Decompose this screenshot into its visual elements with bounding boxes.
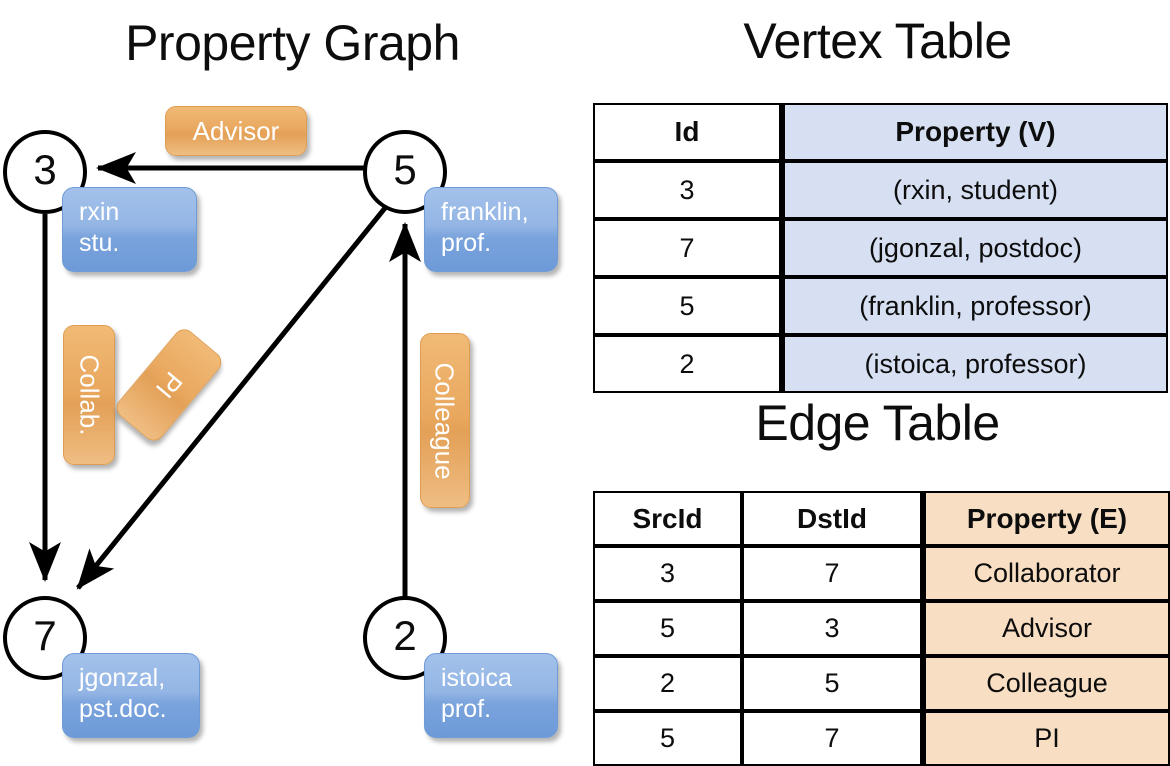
table-row[interactable]: 7 (jgonzal, postdoc) bbox=[593, 219, 1168, 277]
edge-table: SrcId DstId Property (E) 3 7 Collaborato… bbox=[593, 491, 1170, 766]
property-graph-diagram: 3 5 7 2 rxin stu. franklin, prof. jgonza… bbox=[0, 0, 585, 760]
page-title-edge-table: Edge Table bbox=[755, 395, 1000, 451]
edge-cell-srcid: 3 bbox=[593, 546, 742, 601]
node-property-2-line2: prof. bbox=[441, 694, 492, 723]
node-property-box-7[interactable]: jgonzal, pst.doc. bbox=[62, 653, 200, 738]
page-title-property-graph: Property Graph bbox=[125, 15, 460, 71]
graph-node-3-label: 3 bbox=[33, 146, 57, 193]
edge-label-colleague[interactable]: Colleague bbox=[420, 333, 470, 508]
edge-label-pi-text: PI bbox=[149, 365, 189, 405]
edge-cell-srcid: 5 bbox=[593, 601, 742, 656]
table-row[interactable]: 3 7 Collaborator bbox=[593, 546, 1170, 601]
edge-cell-dstid: 5 bbox=[742, 656, 922, 711]
table-row[interactable]: 5 (franklin, professor) bbox=[593, 277, 1168, 335]
edge-cell-property: PI bbox=[922, 711, 1170, 766]
table-row[interactable]: 2 (istoica, professor) bbox=[593, 335, 1168, 393]
node-property-2-line1: istoica bbox=[441, 664, 512, 692]
node-property-5-line2: prof. bbox=[441, 228, 492, 257]
vertex-cell-property: (rxin, student) bbox=[781, 161, 1168, 219]
vertex-cell-property: (istoica, professor) bbox=[781, 335, 1168, 393]
vertex-table-header-property: Property (V) bbox=[781, 103, 1168, 161]
graph-node-5-label: 5 bbox=[393, 146, 417, 193]
vertex-cell-id: 5 bbox=[593, 277, 781, 335]
edge-cell-srcid: 2 bbox=[593, 656, 742, 711]
vertex-table-header-row: Id Property (V) bbox=[593, 103, 1168, 161]
edge-cell-property: Collaborator bbox=[922, 546, 1170, 601]
node-property-3-line1: rxin bbox=[79, 198, 120, 226]
node-property-box-3[interactable]: rxin stu. bbox=[62, 187, 197, 272]
vertex-table: Id Property (V) 3 (rxin, student) 7 (jgo… bbox=[593, 103, 1168, 393]
edge-cell-srcid: 5 bbox=[593, 711, 742, 766]
graph-node-5[interactable]: 5 bbox=[363, 130, 447, 214]
table-row[interactable]: 5 3 Advisor bbox=[593, 601, 1170, 656]
edge-cell-dstid: 7 bbox=[742, 546, 922, 601]
node-property-box-5[interactable]: franklin, prof. bbox=[424, 187, 558, 272]
edge-table-header-row: SrcId DstId Property (E) bbox=[593, 491, 1170, 546]
vertex-cell-id: 2 bbox=[593, 335, 781, 393]
vertex-cell-property: (franklin, professor) bbox=[781, 277, 1168, 335]
graph-node-2[interactable]: 2 bbox=[363, 596, 447, 680]
node-property-5-line1: franklin, bbox=[441, 198, 529, 226]
graph-edges-layer bbox=[29, 152, 421, 598]
node-property-box-2[interactable]: istoica prof. bbox=[424, 653, 558, 738]
vertex-cell-id: 3 bbox=[593, 161, 781, 219]
node-property-3-line2: stu. bbox=[79, 228, 120, 257]
edge-cell-dstid: 3 bbox=[742, 601, 922, 656]
edge-label-colleague-text: Colleague bbox=[430, 361, 460, 480]
edge-cell-property: Advisor bbox=[922, 601, 1170, 656]
edge-5-to-7 bbox=[76, 206, 387, 590]
vertex-cell-property: (jgonzal, postdoc) bbox=[781, 219, 1168, 277]
node-property-7-line1: jgonzal, bbox=[79, 664, 166, 692]
table-row[interactable]: 5 7 PI bbox=[593, 711, 1170, 766]
vertex-table-header-id: Id bbox=[593, 103, 781, 161]
edge-label-collab-text: Collab. bbox=[74, 354, 104, 436]
graph-node-7-label: 7 bbox=[33, 612, 57, 659]
edge-cell-dstid: 7 bbox=[742, 711, 922, 766]
page-title-vertex-table: Vertex Table bbox=[743, 13, 1012, 69]
edge-label-advisor-text: Advisor bbox=[192, 116, 280, 146]
table-row[interactable]: 2 5 Colleague bbox=[593, 656, 1170, 711]
vertex-cell-id: 7 bbox=[593, 219, 781, 277]
edge-table-header-srcid: SrcId bbox=[593, 491, 742, 546]
node-property-7-line2: pst.doc. bbox=[79, 694, 167, 723]
edge-label-collab[interactable]: Collab. bbox=[63, 325, 115, 465]
edge-label-advisor[interactable]: Advisor bbox=[165, 106, 307, 156]
edge-cell-property: Colleague bbox=[922, 656, 1170, 711]
table-row[interactable]: 3 (rxin, student) bbox=[593, 161, 1168, 219]
edge-table-header-property: Property (E) bbox=[922, 491, 1170, 546]
edge-table-header-dstid: DstId bbox=[742, 491, 922, 546]
graph-node-2-label: 2 bbox=[393, 612, 417, 659]
